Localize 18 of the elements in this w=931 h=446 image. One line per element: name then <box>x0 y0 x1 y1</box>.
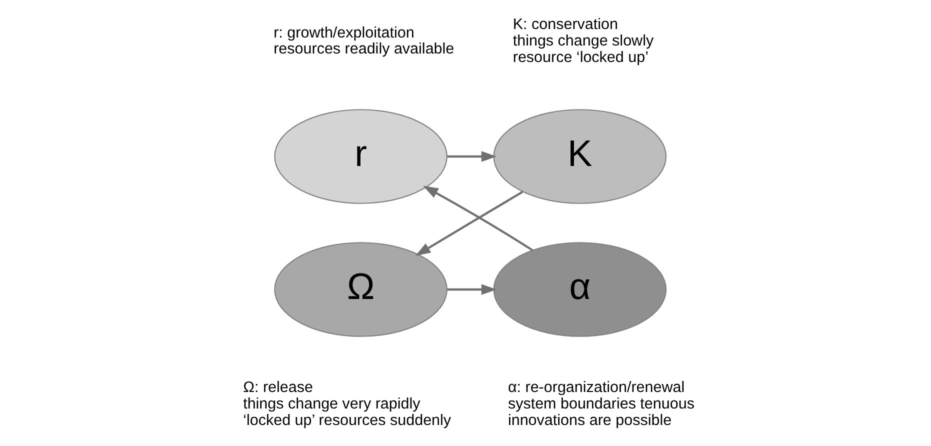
arrow <box>422 186 532 252</box>
node-label: things change very rapidly <box>242 396 420 413</box>
node-label: r: growth/exploitation <box>273 24 414 42</box>
node-label: things change slowly <box>512 32 654 50</box>
node-label: resource ‘locked up’ <box>512 48 648 66</box>
arrow <box>446 284 496 295</box>
node-label: resources readily available <box>273 40 454 58</box>
node-label: K: conservation <box>512 16 618 34</box>
node-label: ‘locked up’ resources suddenly <box>242 412 451 429</box>
node-label: system boundaries tenuous <box>507 396 694 413</box>
arrow <box>446 151 496 162</box>
node-label: α: re-organization/renewal <box>507 379 684 396</box>
arrow <box>414 190 523 256</box>
node-ellipse: r <box>274 109 447 204</box>
node-label: innovations are possible <box>507 412 672 429</box>
node-ellipse: K <box>492 109 666 204</box>
node-label: Ω: release <box>242 379 312 396</box>
node-ellipse: α <box>492 242 666 337</box>
